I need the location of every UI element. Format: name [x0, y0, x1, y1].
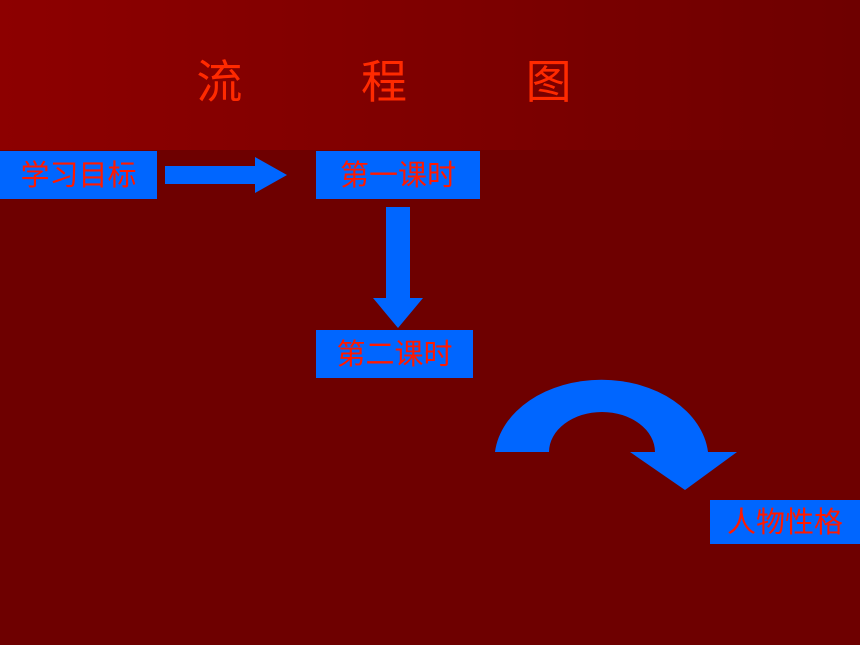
node-lesson-one: 第一课时	[316, 151, 480, 199]
node-learning-goals: 学习目标	[0, 151, 157, 199]
arrow-down	[373, 207, 423, 328]
slide-background-band	[0, 0, 860, 150]
slide-title: 流 程 图	[196, 55, 624, 109]
node-lesson-two: 第二课时	[316, 330, 473, 378]
node-character-traits: 人物性格	[710, 500, 860, 544]
arrow-right	[165, 157, 287, 193]
arrow-curved	[495, 379, 737, 490]
